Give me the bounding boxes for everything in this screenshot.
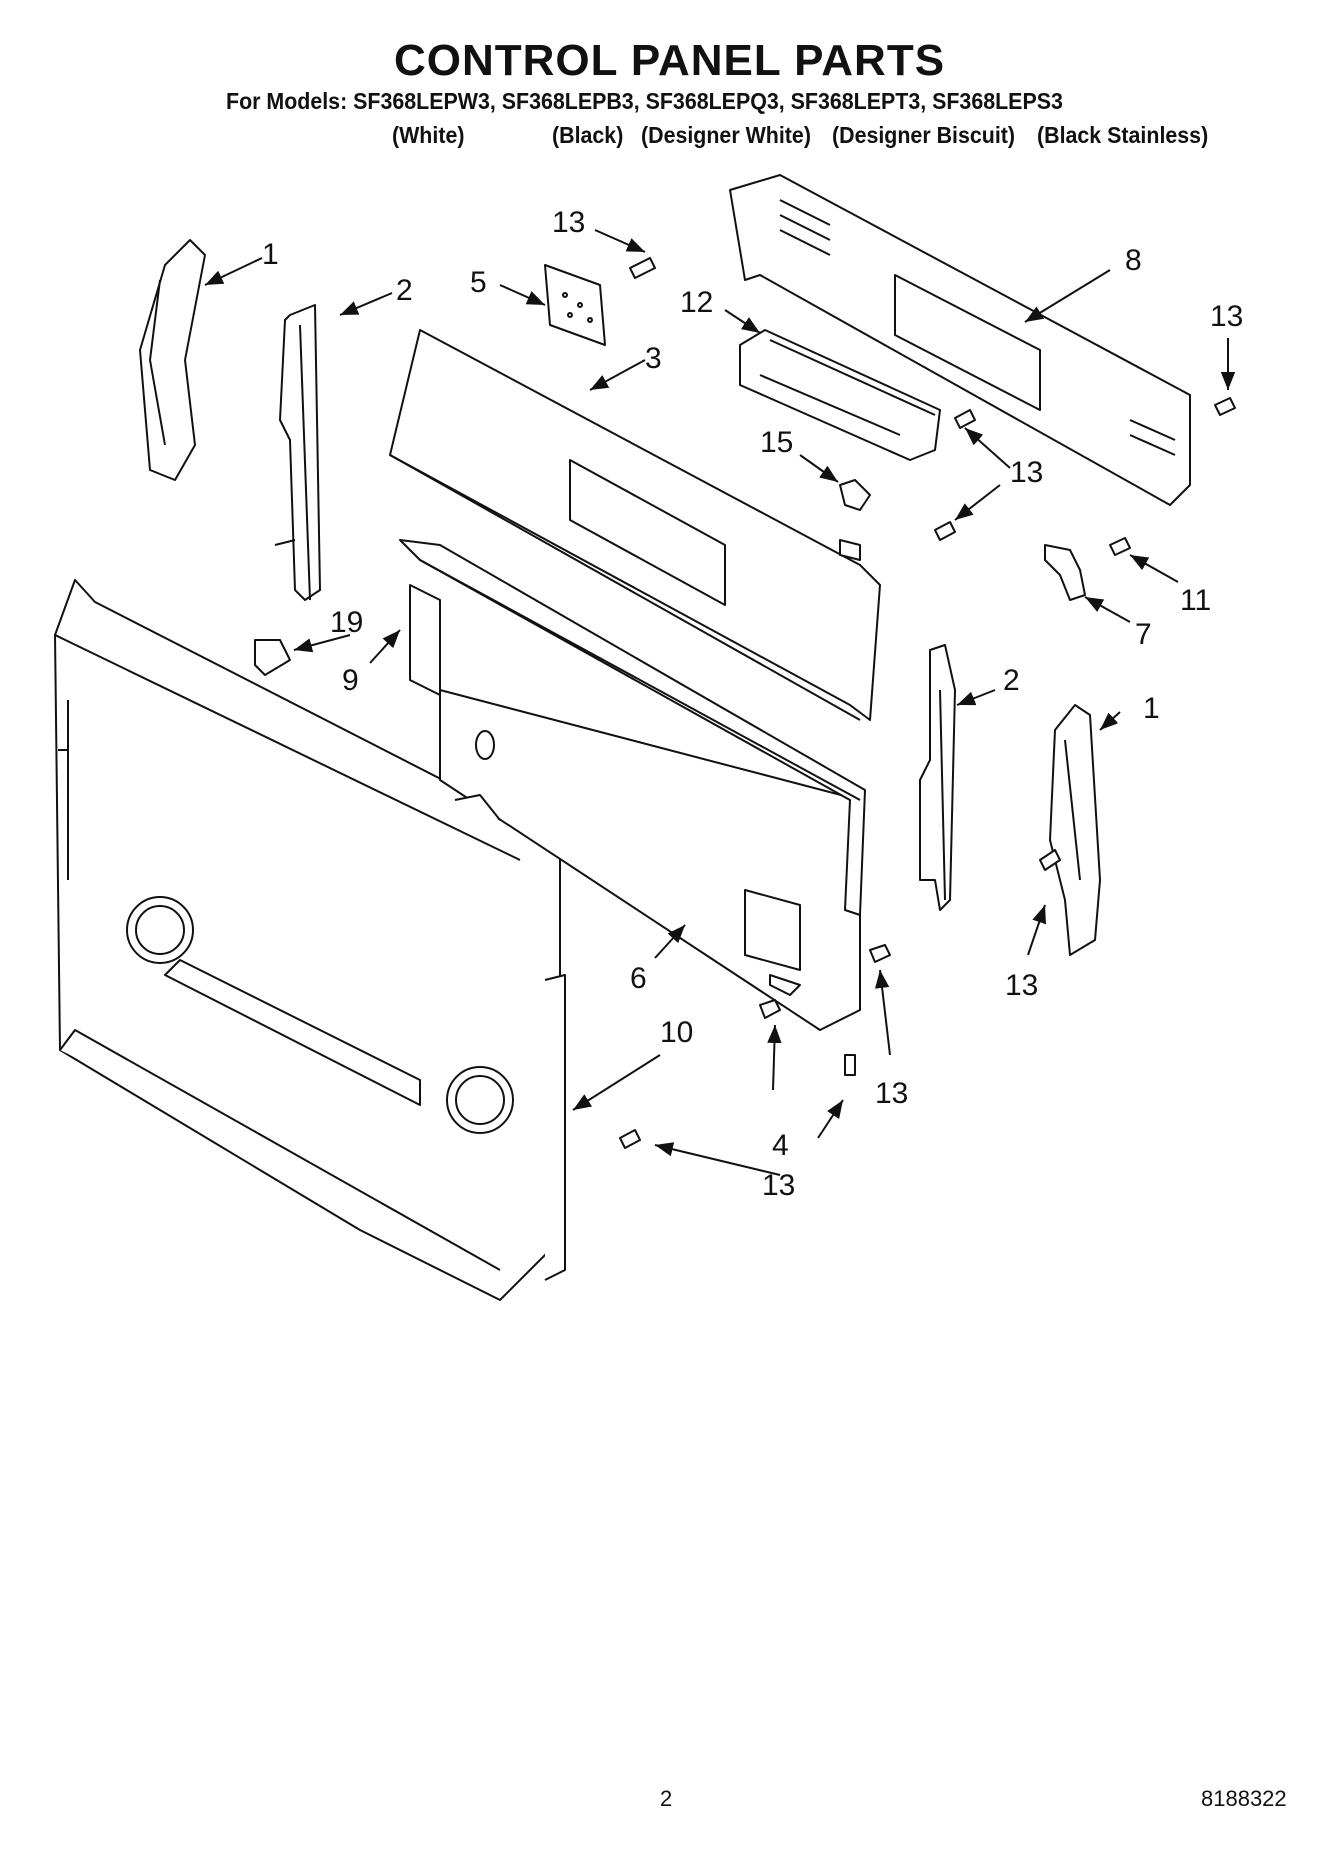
callout-4: 4 bbox=[772, 1129, 789, 1162]
callout-1-right: 1 bbox=[1143, 692, 1160, 725]
switch-part bbox=[839, 479, 871, 511]
side-bracket-left-part bbox=[274, 304, 321, 601]
callout-13-bottom-center: 13 bbox=[875, 1077, 908, 1110]
screws bbox=[619, 257, 1236, 1149]
support-bracket-part bbox=[399, 539, 866, 916]
color-designer-biscuit: (Designer Biscuit) bbox=[832, 122, 1016, 148]
page-number: 2 bbox=[660, 1786, 673, 1811]
callout-2-left: 2 bbox=[396, 274, 413, 307]
rear-bracket-part bbox=[729, 174, 1191, 506]
page-title: CONTROL PANEL PARTS bbox=[393, 36, 946, 85]
lower-bracket-part bbox=[439, 689, 861, 1031]
side-bracket-right-part bbox=[919, 644, 956, 911]
leader-arrows bbox=[204, 229, 1236, 1176]
display-module-part bbox=[739, 329, 941, 461]
callout-13-right-bottom: 13 bbox=[1005, 969, 1038, 1002]
color-black-stainless: (Black Stainless) bbox=[1037, 122, 1209, 148]
callout-19: 19 bbox=[330, 606, 363, 639]
clip-part bbox=[254, 639, 291, 676]
color-black: (Black) bbox=[552, 122, 624, 148]
callout-13-right-top: 13 bbox=[1210, 300, 1243, 333]
callout-11: 11 bbox=[1180, 584, 1211, 617]
callout-5: 5 bbox=[470, 266, 487, 299]
callout-6: 6 bbox=[630, 962, 647, 995]
control-panel-part bbox=[389, 329, 881, 721]
callout-7: 7 bbox=[1135, 618, 1152, 651]
rear-panel-part bbox=[54, 579, 566, 1301]
end-cap-left-part bbox=[139, 239, 206, 481]
color-designer-white: (Designer White) bbox=[641, 122, 811, 148]
circuit-board-part bbox=[544, 264, 606, 346]
callout-9: 9 bbox=[342, 664, 359, 697]
callout-13-top: 13 bbox=[552, 206, 585, 239]
callout-2-right: 2 bbox=[1003, 664, 1020, 697]
document-number: 8188322 bbox=[1201, 1786, 1287, 1811]
callout-1-left: 1 bbox=[262, 238, 279, 271]
callout-13-mid: 13 bbox=[1010, 456, 1043, 489]
callout-12: 12 bbox=[680, 286, 713, 319]
callout-15: 15 bbox=[760, 426, 793, 459]
callout-10: 10 bbox=[660, 1016, 693, 1049]
callout-8: 8 bbox=[1125, 244, 1142, 277]
small-bracket-part bbox=[1044, 544, 1086, 601]
color-white: (White) bbox=[392, 122, 465, 148]
end-cap-right-part bbox=[1049, 704, 1101, 956]
callout-3: 3 bbox=[645, 342, 662, 375]
models-line: For Models: SF368LEPW3, SF368LEPB3, SF36… bbox=[226, 88, 1063, 114]
callout-13-bottom: 13 bbox=[762, 1169, 795, 1202]
